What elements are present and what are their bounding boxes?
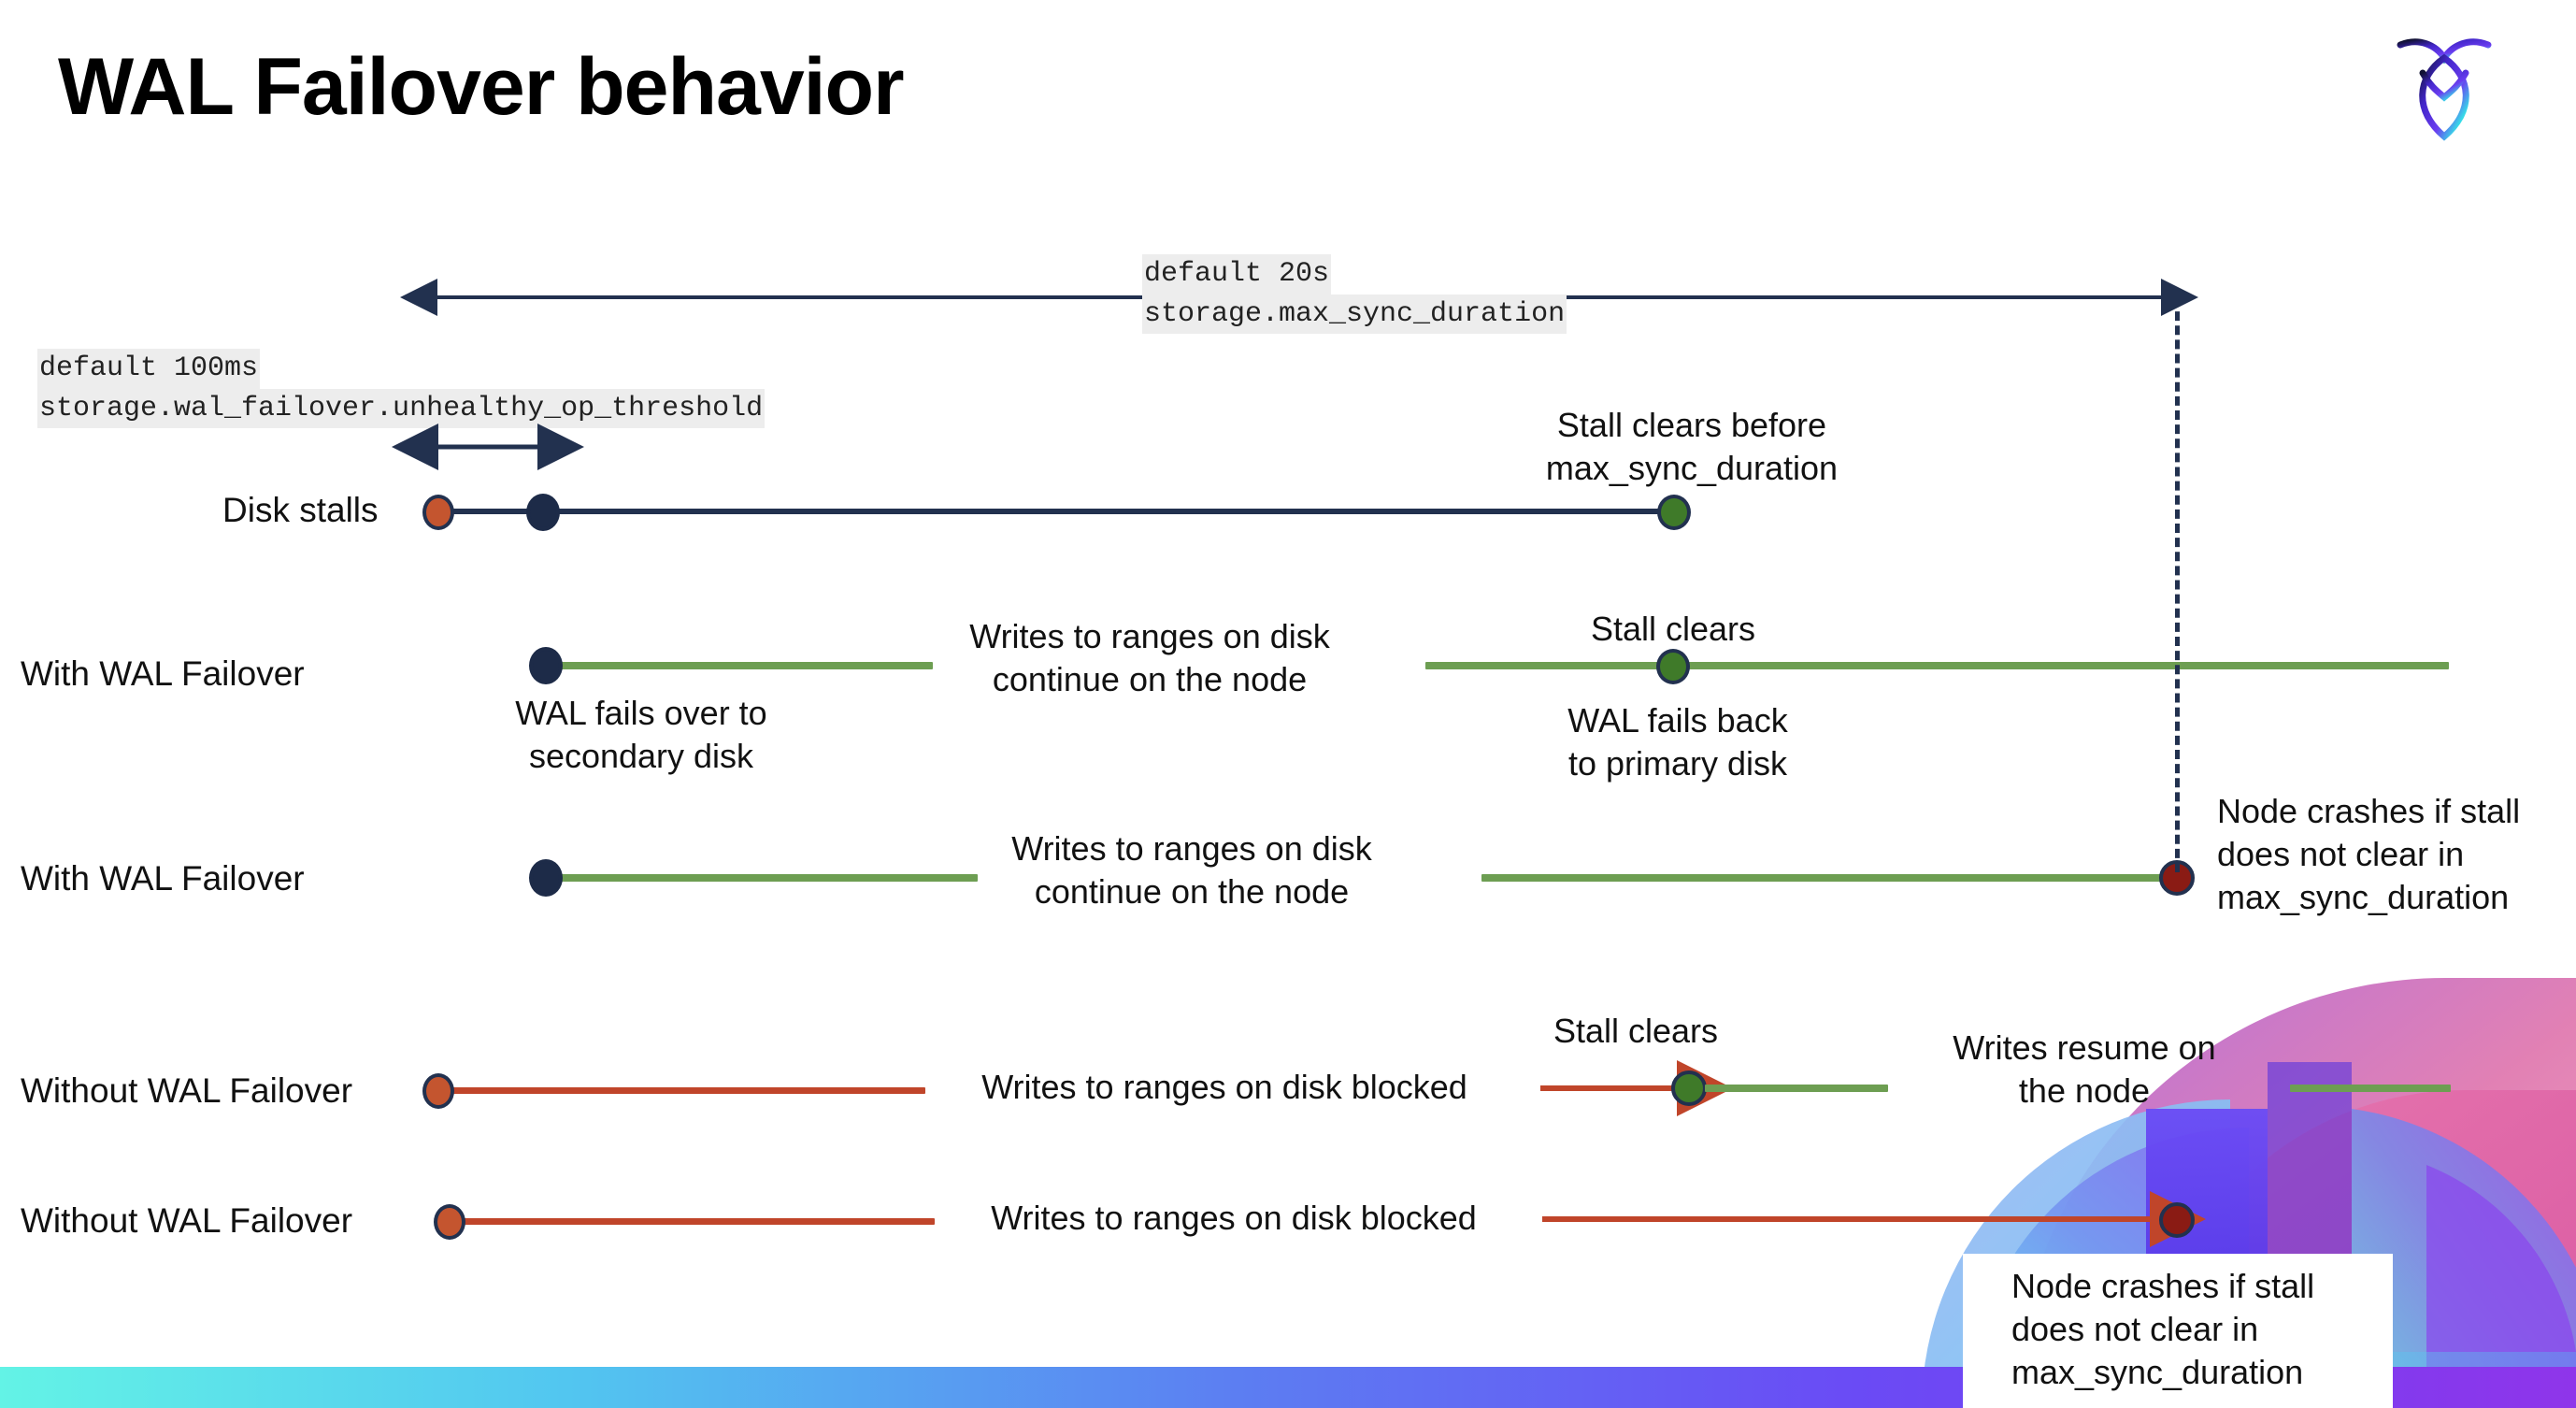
note-stall-clears-b: Stall clears bbox=[1496, 1010, 1776, 1053]
note-line-2: secondary disk bbox=[528, 737, 754, 776]
note-line-1: Writes resume on bbox=[1953, 1028, 2216, 1067]
note-line-3: max_sync_duration bbox=[2217, 878, 2510, 917]
with-wal-1-failover-dot bbox=[529, 647, 563, 684]
node-crashes-callout-box bbox=[1963, 1254, 2393, 1408]
without-wal-1-blocked-segment bbox=[439, 1087, 925, 1094]
with-wal-2-failover-dot bbox=[529, 859, 563, 897]
with-wal-1-segment-right bbox=[1425, 662, 2449, 669]
note-line-1: WAL fails over to bbox=[515, 694, 767, 732]
cockroachdb-logo-icon bbox=[2389, 24, 2499, 144]
note-line-1: Writes to ranges on disk bbox=[969, 617, 1330, 655]
note-line-1: Writes to ranges on disk bbox=[1011, 829, 1372, 868]
with-wal-2-segment-left bbox=[542, 874, 978, 882]
note-writes-continue-b: Writes to ranges on disk continue on the… bbox=[986, 827, 1397, 913]
note-wal-fails-back: WAL fails back to primary disk bbox=[1524, 699, 1832, 785]
note-line-2: continue on the node bbox=[992, 660, 1308, 699]
note-line-2: to primary disk bbox=[1567, 744, 1788, 783]
left-setting-annotation: default 100ms storage.wal_failover.unhea… bbox=[37, 349, 766, 429]
without-wal-1-stall-clears-dot bbox=[1671, 1070, 1707, 1106]
row-label-disk-stalls: Disk stalls bbox=[222, 491, 379, 529]
unhealthy-op-threshold-span-arrow bbox=[392, 424, 584, 470]
note-line-1: Node crashes if stall bbox=[2011, 1267, 2315, 1305]
note-line-1: Node crashes if stall bbox=[2217, 792, 2521, 830]
max-sync-duration-guide-line bbox=[2175, 297, 2180, 872]
note-line-2: the node bbox=[2018, 1071, 2151, 1111]
wal-failover-trigger-dot bbox=[526, 494, 560, 531]
note-line-2: continue on the node bbox=[1034, 872, 1350, 912]
disk-stall-clears-dot bbox=[1657, 495, 1691, 530]
note-line-1: Stall clears bbox=[1590, 610, 1756, 648]
without-wal-2-blocked-arrow bbox=[1542, 1191, 2206, 1247]
note-writes-blocked-a: Writes to ranges on disk blocked bbox=[935, 1066, 1514, 1109]
with-wal-1-segment-left bbox=[542, 662, 933, 669]
without-wal-2-blocked-segment-left bbox=[451, 1218, 935, 1225]
note-line-1: WAL fails back bbox=[1567, 701, 1788, 740]
without-wal-1-resume-segment bbox=[1705, 1085, 1888, 1092]
note-line-2: does not clear in bbox=[2217, 835, 2465, 874]
without-wal-1-blocked-arrow bbox=[1540, 1060, 1733, 1116]
with-wal-2-segment-right bbox=[1481, 874, 2178, 882]
without-wal-1-resume-segment-2 bbox=[2290, 1085, 2451, 1092]
without-wal-1-stall-start-dot bbox=[422, 1073, 454, 1109]
note-line-1: Stall clears before bbox=[1556, 406, 1827, 444]
disk-stall-start-dot bbox=[422, 495, 454, 530]
left-setting-name: storage.wal_failover.unhealthy_op_thresh… bbox=[37, 388, 766, 429]
top-setting-default: default 20s bbox=[1142, 254, 1332, 295]
row-label-without-wal-failover-1: Without WAL Failover bbox=[21, 1071, 353, 1110]
with-wal-1-stall-clears-dot bbox=[1656, 649, 1690, 684]
note-line-2: max_sync_duration bbox=[1545, 449, 1839, 488]
without-wal-2-node-crash-dot bbox=[2159, 1202, 2195, 1238]
note-stall-clears-before: Stall clears before max_sync_duration bbox=[1524, 404, 1860, 490]
left-setting-default: default 100ms bbox=[37, 349, 261, 389]
note-node-crashes-a: Node crashes if stall does not clear in … bbox=[2217, 790, 2572, 919]
page-title: WAL Failover behavior bbox=[58, 42, 905, 132]
note-writes-resume: Writes resume on the node bbox=[1925, 1027, 2243, 1113]
note-node-crashes-b: Node crashes if stall does not clear in … bbox=[2011, 1265, 2385, 1394]
note-line-1: Stall clears bbox=[1553, 1012, 1719, 1050]
note-line-2: does not clear in bbox=[2011, 1310, 2259, 1349]
row-label-without-wal-failover-2: Without WAL Failover bbox=[21, 1201, 353, 1240]
top-setting-name: storage.max_sync_duration bbox=[1142, 294, 1567, 335]
note-writes-blocked-b: Writes to ranges on disk blocked bbox=[944, 1197, 1524, 1240]
top-setting-annotation: default 20s storage.max_sync_duration bbox=[1142, 254, 1567, 335]
note-line-1: Writes to ranges on disk blocked bbox=[981, 1068, 1467, 1106]
note-wal-fails-over: WAL fails over to secondary disk bbox=[482, 692, 800, 778]
row-label-with-wal-failover-1: With WAL Failover bbox=[21, 654, 305, 693]
note-writes-continue-a: Writes to ranges on disk continue on the… bbox=[944, 615, 1355, 701]
note-line-3: max_sync_duration bbox=[2011, 1353, 2304, 1392]
disk-stalls-timeline bbox=[439, 509, 1682, 514]
row-label-with-wal-failover-2: With WAL Failover bbox=[21, 859, 305, 898]
without-wal-2-stall-start-dot bbox=[434, 1204, 465, 1240]
note-line-1: Writes to ranges on disk blocked bbox=[991, 1199, 1477, 1237]
note-stall-clears-a: Stall clears bbox=[1533, 608, 1813, 651]
